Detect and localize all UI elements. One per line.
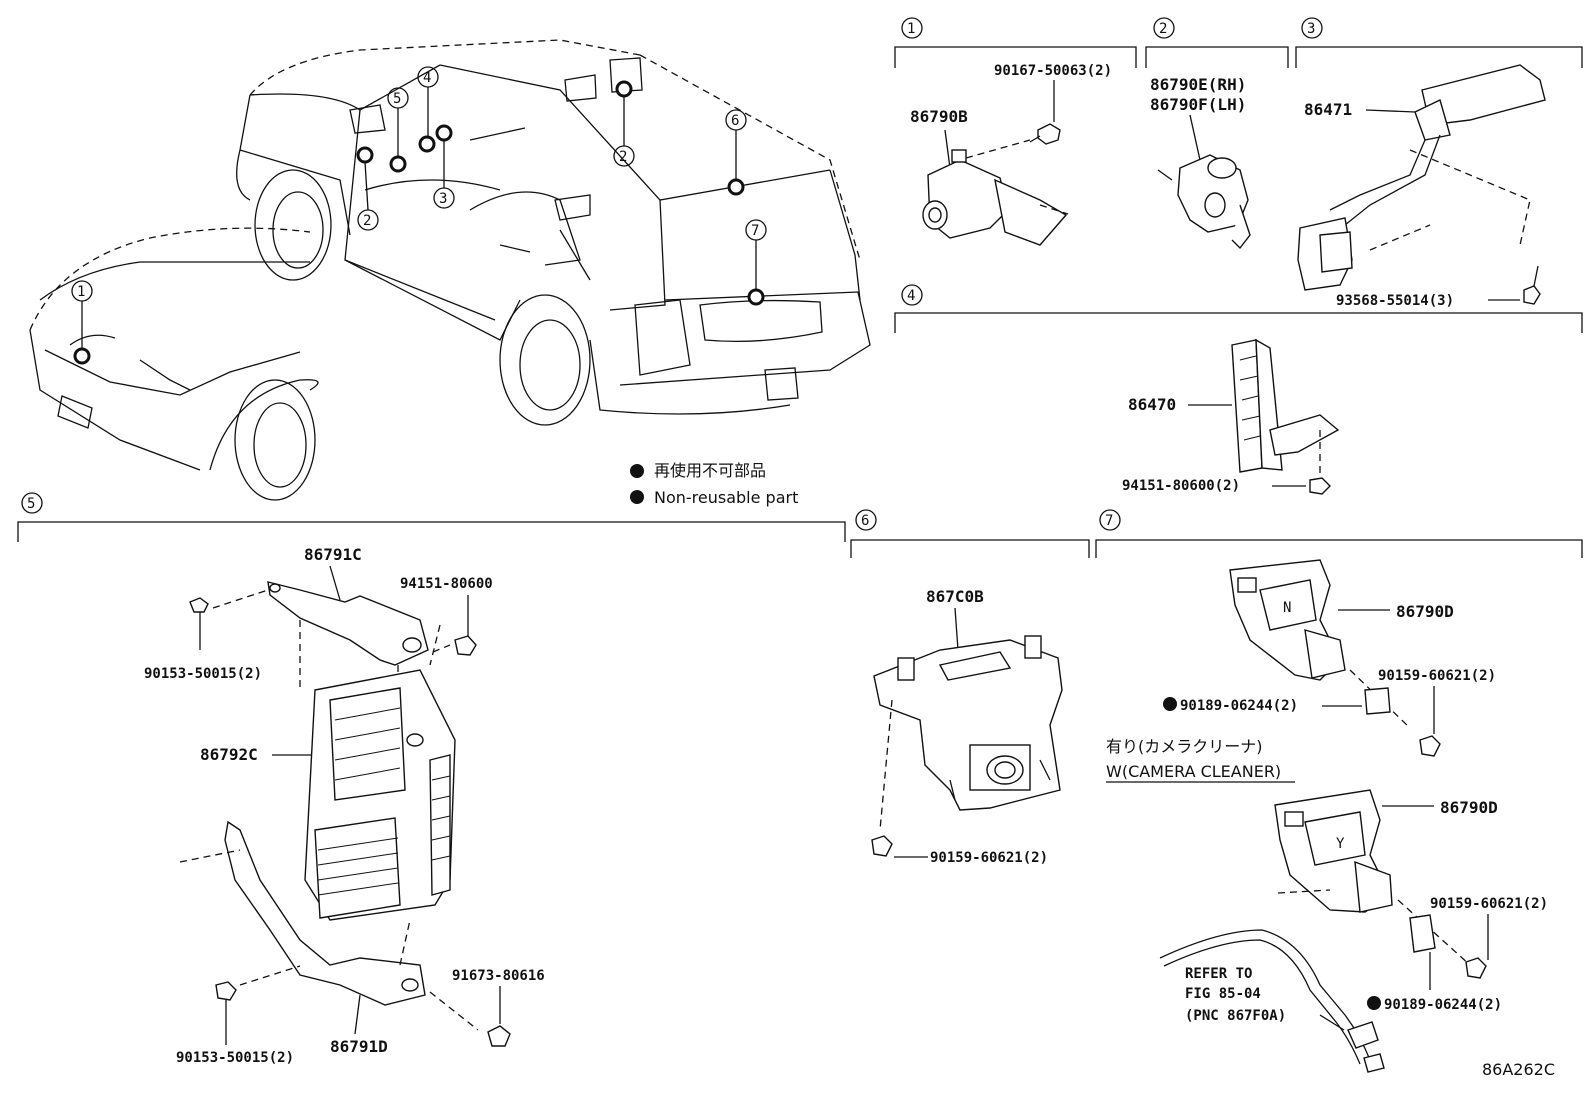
part-86790D-lower: 86790D bbox=[1440, 798, 1498, 817]
refer-line-2: FIG 85-04 bbox=[1185, 986, 1261, 1002]
part-91673-80616: 91673-80616 bbox=[452, 968, 545, 984]
part-86791C: 86791C bbox=[304, 545, 362, 564]
vehicle-callout-7-label: 7 bbox=[751, 223, 759, 239]
diagram-code: 86A262C bbox=[1482, 1060, 1555, 1079]
section-1: 90167-50063(2) 86790B bbox=[910, 63, 1112, 246]
part-90189-06244-upper: 90189-06244(2) bbox=[1180, 698, 1298, 714]
vehicle-callout-4-label: 4 bbox=[423, 70, 431, 86]
non-reusable-bullet-icon bbox=[1367, 996, 1381, 1010]
legend: 再使用不可部品 Non-reusable part bbox=[630, 461, 798, 507]
part-867C0B: 867C0B bbox=[926, 587, 984, 606]
section-4: 86470 94151-80600(2) bbox=[1122, 338, 1340, 495]
part-86792C: 86792C bbox=[200, 745, 258, 764]
legend-jp: 再使用不可部品 bbox=[654, 461, 766, 480]
section-5: 86791C 94151-80600 90153-50015(2) 86792C bbox=[144, 545, 545, 1066]
front-camera-86790B bbox=[922, 149, 1068, 246]
part-93568-55014: 93568-55014(3) bbox=[1336, 293, 1454, 309]
bracket-86791D bbox=[224, 820, 426, 1006]
location-marker bbox=[418, 135, 436, 153]
section-3-number: 3 bbox=[1307, 21, 1315, 37]
section-7-number: 7 bbox=[1105, 513, 1113, 529]
vehicle-callout-2-left-label: 2 bbox=[363, 213, 371, 229]
legend-en: Non-reusable part bbox=[654, 488, 798, 507]
vehicle-callout-5-label: 5 bbox=[393, 91, 401, 107]
part-90159-60621-s7-upper: 90159-60621(2) bbox=[1378, 668, 1496, 684]
non-reusable-bullet-icon bbox=[630, 464, 644, 478]
part-86470: 86470 bbox=[1128, 395, 1176, 414]
part-86790F-LH: 86790F(LH) bbox=[1150, 95, 1246, 114]
location-marker bbox=[356, 146, 374, 164]
camera-867C0B bbox=[873, 635, 1063, 811]
side-camera-86790EF bbox=[1157, 154, 1251, 250]
vehicle-callouts: 1 2 2 3 4 5 6 7 bbox=[71, 66, 767, 365]
section-1-number: 1 bbox=[907, 21, 915, 37]
refer-line-1: REFER TO bbox=[1185, 966, 1252, 982]
bracket-86791C bbox=[267, 581, 429, 666]
part-86791D: 86791D bbox=[330, 1037, 388, 1056]
location-marker bbox=[73, 347, 91, 365]
part-90159-60621-s6: 90159-60621(2) bbox=[930, 850, 1048, 866]
variant-en: W(CAMERA CLEANER) bbox=[1106, 762, 1281, 781]
camera-86790D-lower: Y bbox=[1274, 789, 1393, 913]
part-90189-06244-lower: 90189-06244(2) bbox=[1384, 997, 1502, 1013]
location-marker bbox=[727, 178, 745, 196]
location-marker bbox=[615, 80, 633, 98]
part-86790B: 86790B bbox=[910, 107, 968, 126]
vehicle-callout-3-label: 3 bbox=[439, 191, 447, 207]
camera-86790D-upper: N bbox=[1229, 559, 1346, 681]
section-5-number: 5 bbox=[27, 496, 35, 512]
section-3: 86471 93568-55014(3) bbox=[1297, 64, 1546, 309]
variant-jp: 有り(カメラクリーナ) bbox=[1106, 737, 1263, 756]
computer-86792C bbox=[304, 669, 456, 921]
non-reusable-bullet-icon bbox=[630, 490, 644, 504]
section-6-number: 6 bbox=[861, 513, 869, 529]
svg-text:Y: Y bbox=[1336, 836, 1345, 852]
vehicle-callout-2-right-label: 2 bbox=[619, 149, 627, 165]
svg-text:N: N bbox=[1283, 600, 1291, 616]
part-86471: 86471 bbox=[1304, 100, 1352, 119]
part-86790E-RH: 86790E(RH) bbox=[1150, 75, 1246, 94]
part-86790D-upper: 86790D bbox=[1396, 602, 1454, 621]
location-marker bbox=[435, 124, 453, 142]
part-90167-50063: 90167-50063(2) bbox=[994, 63, 1112, 79]
section-7: N 86790D 90159-60621(2) 90189-06244(2) 有… bbox=[1106, 559, 1548, 1073]
ecu-86470 bbox=[1231, 338, 1340, 473]
part-90159-60621-s7-lower: 90159-60621(2) bbox=[1430, 896, 1548, 912]
refer-line-3: (PNC 867F0A) bbox=[1185, 1008, 1286, 1024]
sensor-86471 bbox=[1297, 64, 1546, 291]
part-90153-50015-top: 90153-50015(2) bbox=[144, 666, 262, 682]
location-marker bbox=[747, 288, 765, 306]
section-headers: 1 2 3 4 5 6 7 bbox=[17, 17, 1583, 558]
non-reusable-bullet-icon bbox=[1163, 697, 1177, 711]
part-90153-50015-bottom: 90153-50015(2) bbox=[176, 1050, 294, 1066]
vehicle-callout-1-label: 1 bbox=[77, 284, 85, 300]
vehicle-illustration bbox=[29, 39, 871, 501]
vehicle-callout-6-label: 6 bbox=[731, 113, 739, 129]
location-marker bbox=[389, 155, 407, 173]
part-94151-80600-2: 94151-80600(2) bbox=[1122, 478, 1240, 494]
part-94151-80600: 94151-80600 bbox=[400, 576, 493, 592]
section-6: 867C0B 90159-60621(2) bbox=[871, 587, 1063, 866]
section-4-number: 4 bbox=[907, 288, 915, 304]
section-2-number: 2 bbox=[1159, 21, 1167, 37]
section-2: 86790E(RH) 86790F(LH) bbox=[1150, 75, 1251, 250]
